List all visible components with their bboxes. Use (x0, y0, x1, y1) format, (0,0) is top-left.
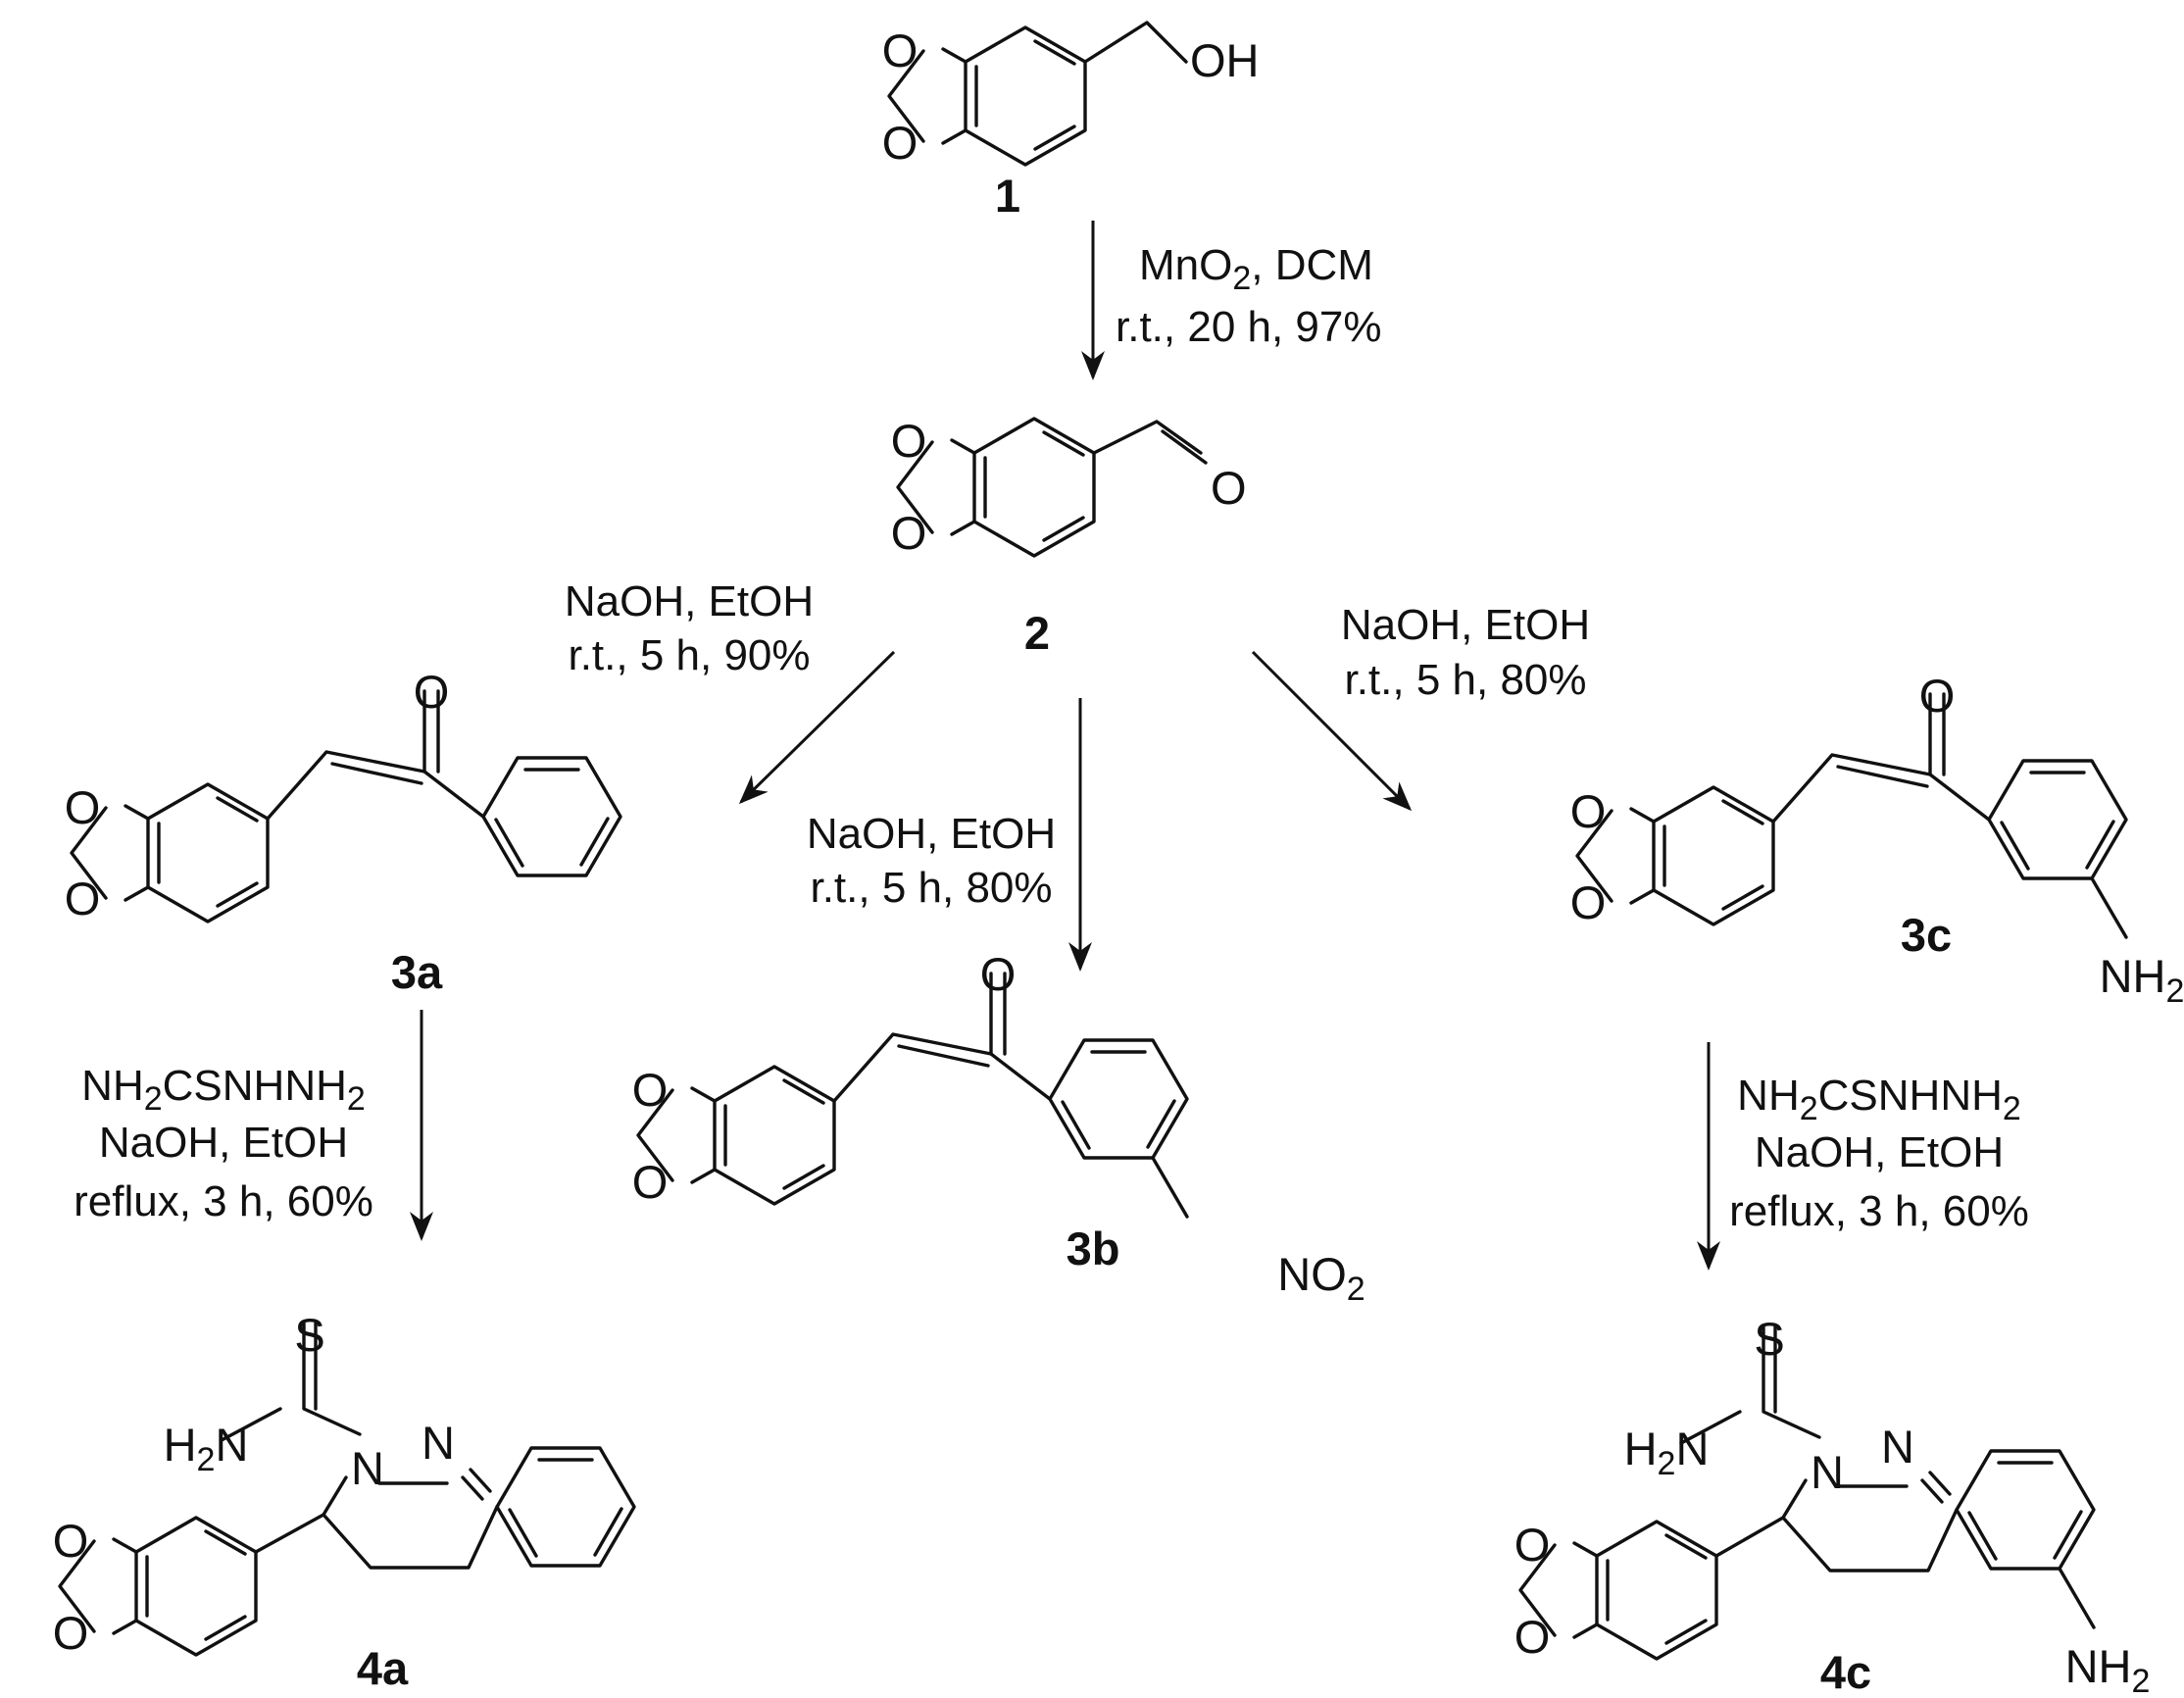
c3c-ring-o-bottom: O (1570, 876, 1607, 928)
c4c-n2: N (1881, 1421, 1914, 1473)
compound-3c: O O O NH2 3c (1570, 670, 2184, 1010)
c4c-ring-o-bottom: O (1514, 1611, 1551, 1663)
c3a-carbonyl-o: O (414, 666, 450, 718)
c3b-carbonyl-o: O (980, 948, 1017, 1000)
c4a-sulfur: S (294, 1309, 324, 1361)
step2c-line1: NaOH, EtOH (1341, 601, 1590, 649)
step3c-line3: reflux, 3 h, 60% (1729, 1187, 2029, 1235)
step2b-line1: NaOH, EtOH (807, 810, 1056, 858)
arrow-2-to-3a (738, 650, 896, 805)
compound-4c: O O S N N H2N NH2 4c (1514, 1313, 2151, 1698)
compound-1: O O OH 1 (882, 21, 1260, 222)
c3b-nitro: NO2 (1277, 1248, 1365, 1308)
c4c-n1: N (1811, 1446, 1844, 1498)
c3b-ring-o-bottom: O (632, 1156, 669, 1208)
c3c-carbonyl-o: O (1919, 670, 1956, 722)
c3a-ring-o-bottom: O (65, 873, 101, 924)
compound-2: O O O 2 (891, 415, 1247, 659)
step1-reagents: MnO2, DCM (1139, 241, 1373, 297)
c2-carbonyl-o: O (1211, 462, 1247, 514)
c2-ring-o-top: O (891, 415, 927, 467)
c3b-ring-o-top: O (632, 1064, 669, 1116)
step1-conditions: r.t., 20 h, 97% (1116, 303, 1382, 351)
c4a-n1: N (351, 1442, 384, 1494)
step3a-line2: NaOH, EtOH (99, 1119, 348, 1167)
c4a-amine: H2N (164, 1419, 249, 1478)
c4c-sulfur: S (1754, 1313, 1784, 1365)
label-3c: 3c (1901, 909, 1952, 961)
c3c-ring-o-top: O (1570, 785, 1607, 837)
compound-4a: O O S N N H2N 4a (53, 1309, 636, 1694)
step2a-line2: r.t., 5 h, 90% (568, 631, 810, 679)
c3a-ring-o-top: O (65, 781, 101, 833)
c2-ring-o-bottom: O (891, 507, 927, 559)
step2b-line2: r.t., 5 h, 80% (810, 864, 1052, 912)
arrow-2-to-3c (1251, 650, 1413, 812)
c4c-ring-o-top: O (1514, 1519, 1551, 1571)
label-4a: 4a (357, 1642, 409, 1694)
step3a-line1: NH2CSNHNH2 (81, 1062, 366, 1118)
compound-3b: O O O NO2 3b (632, 948, 1365, 1308)
c1-hydroxyl: OH (1190, 34, 1260, 86)
c3c-amine: NH2 (2100, 950, 2184, 1010)
c4c-amine: NH2 (2065, 1640, 2151, 1698)
step3a-line3: reflux, 3 h, 60% (74, 1177, 373, 1225)
label-4c: 4c (1820, 1646, 1871, 1698)
label-3b: 3b (1067, 1223, 1120, 1274)
step2c-line2: r.t., 5 h, 80% (1344, 656, 1586, 704)
c4c-h2n: H2N (1624, 1423, 1710, 1482)
label-2: 2 (1024, 607, 1050, 659)
c1-ring-o-bottom: O (882, 117, 918, 169)
c4a-ring-o-top: O (53, 1515, 89, 1567)
step3c-line1: NH2CSNHNH2 (1737, 1072, 2021, 1127)
c4a-n2: N (422, 1417, 455, 1469)
label-3a: 3a (391, 946, 443, 998)
c1-ring-o-top: O (882, 25, 918, 76)
compound-3a: O O O 3a (65, 666, 622, 998)
step3c-line2: NaOH, EtOH (1755, 1128, 2004, 1176)
c4a-ring-o-bottom: O (53, 1607, 89, 1659)
label-1: 1 (995, 170, 1020, 222)
step2a-line1: NaOH, EtOH (565, 577, 814, 625)
